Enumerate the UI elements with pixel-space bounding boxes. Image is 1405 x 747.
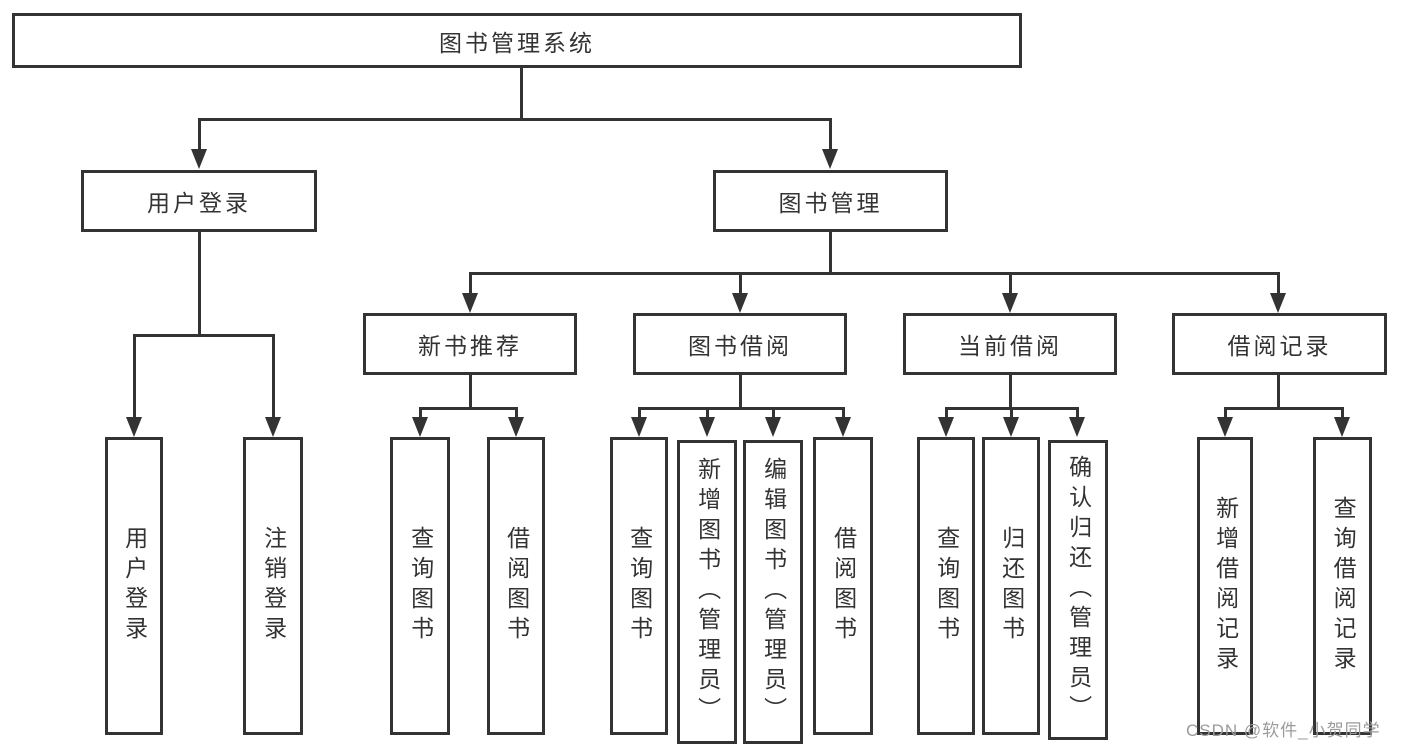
leaf-query-books-recommend-label: 查询图书 — [407, 526, 434, 646]
connector-line — [1277, 375, 1280, 408]
connector-line — [638, 407, 641, 418]
leaf-query-books-current: 查询图书 — [917, 437, 975, 735]
connector-line — [515, 407, 518, 418]
node-current-borrowing-label: 当前借阅 — [958, 333, 1062, 359]
leaf-query-books-recommend: 查询图书 — [390, 437, 450, 735]
node-book-management: 图书管理 — [713, 170, 948, 232]
connector-line — [198, 118, 832, 121]
connector-line — [419, 407, 517, 410]
leaf-user-login-label: 用户登录 — [121, 526, 148, 646]
node-current-borrowing: 当前借阅 — [903, 313, 1117, 375]
leaf-add-borrow-record-label: 新增借阅记录 — [1212, 496, 1239, 676]
node-book-borrowing: 图书借阅 — [633, 313, 847, 375]
leaf-borrow-books-recommend-label: 借阅图书 — [503, 526, 530, 646]
connector-line — [1076, 407, 1079, 418]
connector-line — [772, 407, 775, 418]
arrow-head — [265, 417, 281, 437]
connector-line — [1224, 407, 1227, 418]
arrow-head — [412, 417, 428, 437]
arrow-head — [191, 149, 207, 169]
connector-line — [638, 407, 844, 410]
leaf-add-books-admin-label: 新增图书（管理员） — [694, 457, 721, 727]
arrow-head — [1217, 417, 1233, 437]
connector-line — [198, 232, 201, 335]
connector-line — [829, 232, 832, 273]
connector-line — [739, 272, 742, 294]
leaf-edit-books-admin: 编辑图书（管理员） — [743, 440, 803, 744]
leaf-return-books: 归还图书 — [982, 437, 1040, 735]
node-borrowing-records: 借阅记录 — [1172, 313, 1387, 375]
connector-line — [419, 407, 422, 418]
node-root-label: 图书管理系统 — [439, 29, 595, 56]
connector-line — [1341, 407, 1344, 418]
node-user-login: 用户登录 — [81, 170, 317, 232]
node-book-management-label: 图书管理 — [778, 190, 883, 216]
leaf-return-books-label: 归还图书 — [998, 526, 1025, 646]
node-new-book-recommendation: 新书推荐 — [363, 313, 577, 375]
leaf-query-books-borrowing-label: 查询图书 — [626, 526, 653, 646]
arrow-head — [126, 417, 142, 437]
connector-line — [469, 272, 1279, 275]
connector-line — [133, 334, 274, 337]
connector-line — [945, 407, 948, 418]
connector-line — [1009, 272, 1012, 294]
arrow-head — [938, 417, 954, 437]
leaf-query-books-current-label: 查询图书 — [933, 526, 960, 646]
connector-line — [1224, 407, 1343, 410]
connector-line — [1009, 375, 1012, 408]
connector-line — [739, 375, 742, 408]
arrow-head — [508, 417, 524, 437]
leaf-borrow-books-borrowing: 借阅图书 — [813, 437, 873, 735]
leaf-user-login: 用户登录 — [105, 437, 163, 735]
leaf-add-borrow-record: 新增借阅记录 — [1197, 437, 1253, 735]
arrow-head — [765, 417, 781, 437]
node-user-login-label: 用户登录 — [147, 190, 251, 216]
arrow-head — [835, 417, 851, 437]
leaf-query-borrow-record: 查询借阅记录 — [1313, 437, 1372, 735]
arrow-head — [1270, 293, 1286, 313]
leaf-confirm-return-admin-label: 确认归还（管理员） — [1065, 455, 1092, 725]
node-new-book-recommendation-label: 新书推荐 — [418, 333, 522, 359]
leaf-confirm-return-admin: 确认归还（管理员） — [1048, 440, 1108, 740]
leaf-logout: 注销登录 — [243, 437, 303, 735]
node-root: 图书管理系统 — [12, 13, 1022, 68]
arrow-head — [1069, 417, 1085, 437]
leaf-query-books-borrowing: 查询图书 — [610, 437, 668, 735]
connector-line — [706, 407, 709, 418]
arrow-head — [462, 293, 478, 313]
connector-line — [1277, 272, 1280, 294]
arrow-head — [631, 417, 647, 437]
node-borrowing-records-label: 借阅记录 — [1227, 333, 1332, 359]
arrow-head — [1002, 293, 1018, 313]
connector-line — [469, 375, 472, 408]
connector-line — [829, 118, 832, 150]
csdn-watermark: CSDN @软件_小贺同学 — [1186, 721, 1381, 740]
connector-line — [133, 334, 136, 418]
arrow-head — [1334, 417, 1350, 437]
connector-line — [272, 334, 275, 418]
connector-line — [469, 272, 472, 294]
arrow-head — [732, 293, 748, 313]
connector-line — [842, 407, 845, 418]
arrow-head — [1003, 417, 1019, 437]
leaf-query-borrow-record-label: 查询借阅记录 — [1330, 496, 1357, 676]
arrow-head — [699, 417, 715, 437]
leaf-add-books-admin: 新增图书（管理员） — [677, 440, 737, 744]
connector-line — [520, 68, 523, 119]
arrow-head — [822, 149, 838, 169]
leaf-borrow-books-borrowing-label: 借阅图书 — [830, 526, 857, 646]
leaf-edit-books-admin-label: 编辑图书（管理员） — [760, 457, 787, 727]
leaf-logout-label: 注销登录 — [260, 526, 287, 646]
connector-line — [1010, 407, 1013, 418]
connector-line — [198, 118, 201, 150]
leaf-borrow-books-recommend: 借阅图书 — [487, 437, 545, 735]
node-book-borrowing-label: 图书借阅 — [688, 333, 792, 359]
